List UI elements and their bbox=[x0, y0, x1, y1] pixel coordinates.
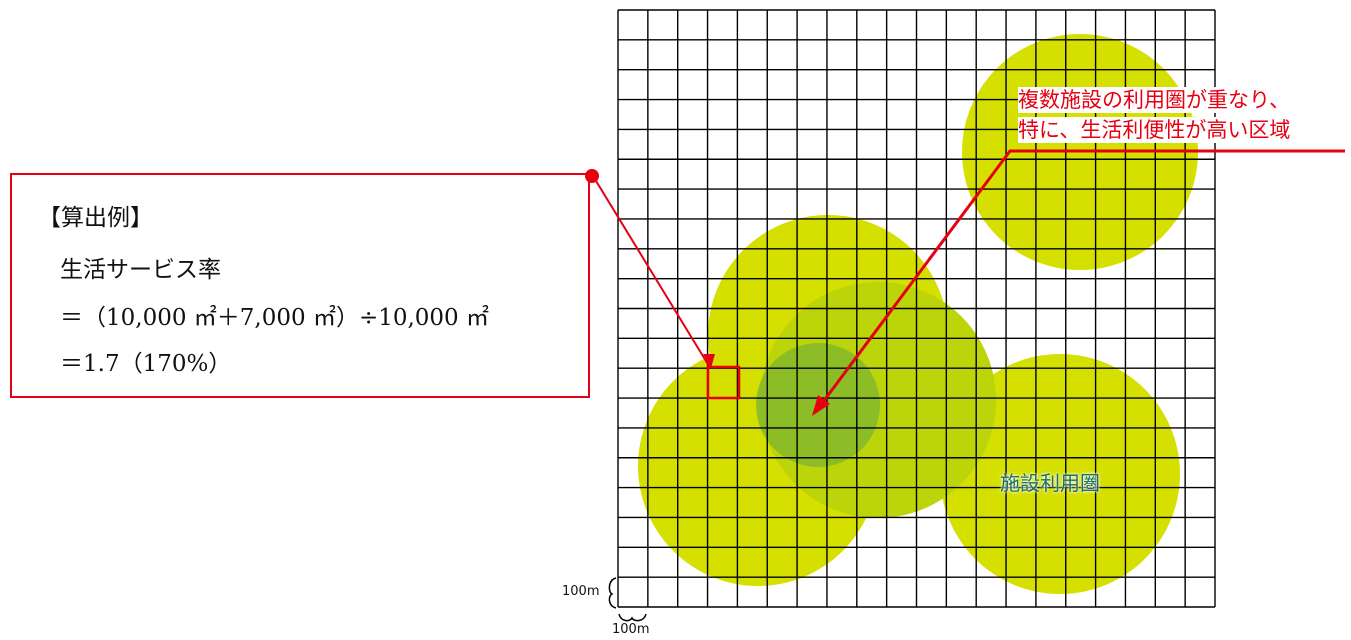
calculation-example-box bbox=[10, 173, 590, 398]
note-line-1: 複数施設の利用圏が重なり、 bbox=[1018, 87, 1291, 113]
example-line-2: ＝（10,000 ㎡＋7,000 ㎡）÷10,000 ㎡ bbox=[60, 305, 490, 331]
vertical-scale-label: 100m bbox=[562, 584, 600, 599]
sample-cell-marker bbox=[706, 365, 741, 400]
example-line-1: 生活サービス率 bbox=[60, 257, 221, 283]
example-line-3: ＝1.7（170%） bbox=[60, 351, 232, 377]
horizontal-scale-bracket bbox=[618, 613, 647, 622]
note-line-2: 特に、生活利便性が高い区域 bbox=[1018, 117, 1291, 143]
note-leader-line bbox=[818, 149, 1345, 407]
note-arrowhead bbox=[812, 395, 830, 416]
facility-zone-label: 施設利用圏 bbox=[1000, 471, 1100, 495]
facility-zone-lower-right bbox=[940, 354, 1180, 594]
horizontal-scale-label: 100m bbox=[612, 622, 650, 637]
example-title: 【算出例】 bbox=[38, 205, 153, 231]
leader-arrowhead bbox=[703, 354, 715, 368]
vertical-scale-bracket bbox=[608, 577, 617, 609]
example-leader-line bbox=[592, 175, 710, 367]
